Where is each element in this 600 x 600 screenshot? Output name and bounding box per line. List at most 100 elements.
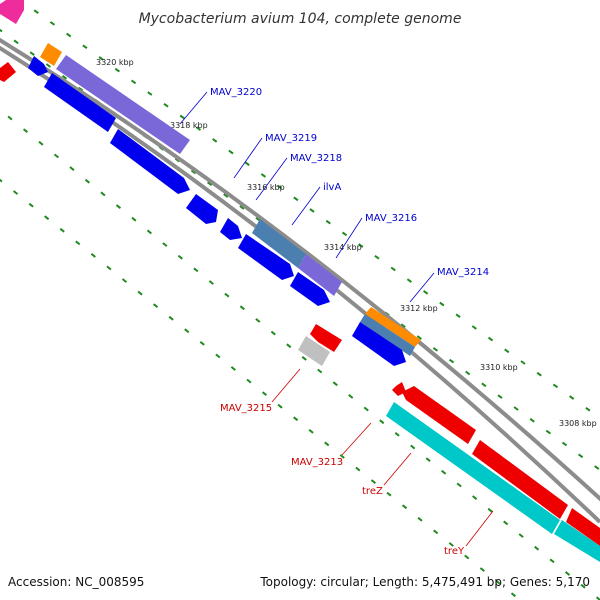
- grid-tick-mark: [355, 466, 361, 472]
- grid-tick-mark: [464, 554, 470, 560]
- gene-label-mav3214: MAV_3214: [437, 267, 489, 278]
- grid-tick-mark: [374, 254, 380, 260]
- feature-red-cds: [0, 62, 16, 82]
- grid-tick-mark: [400, 323, 406, 329]
- feature-steelblue: [252, 219, 306, 268]
- feature-red-cds: [566, 508, 600, 546]
- genome-summary-text: Topology: circular; Length: 5,475,491 bp…: [259, 575, 590, 589]
- gene-label-mav3220: MAV_3220: [210, 87, 262, 98]
- feature-purple: [298, 254, 342, 296]
- gene-labels: MAV_3220 MAV_3219 MAV_3218 ilvA MAV_3216…: [210, 87, 489, 557]
- grid-tick-mark: [212, 138, 218, 143]
- grid-tick-mark: [75, 240, 81, 246]
- grid-tick-mark: [439, 301, 445, 307]
- grid-tick-mark: [82, 44, 88, 50]
- grid-tick-mark: [38, 140, 44, 146]
- grid-tick-mark: [163, 102, 169, 108]
- grid-tick-mark: [33, 9, 39, 15]
- grid-tick-mark: [324, 441, 330, 447]
- grid-tick-mark: [130, 79, 137, 85]
- grid-tick-mark: [0, 178, 3, 183]
- grid-tick-mark: [504, 348, 510, 354]
- feature-blue-cds: [290, 272, 330, 306]
- grid-tick-mark: [585, 406, 591, 412]
- leader-line-mav3218: [255, 157, 288, 201]
- grid-tick-mark: [208, 280, 214, 285]
- gene-label-mav3215: MAV_3215: [220, 403, 272, 414]
- feature-blue-cds: [352, 322, 406, 366]
- grid-tick-mark: [137, 290, 143, 296]
- grid-tick-mark: [53, 153, 60, 159]
- grid-tick-mark: [190, 169, 197, 175]
- grid-tick-mark: [379, 419, 385, 425]
- grid-tick-mark: [564, 571, 571, 576]
- grid-tick-mark: [549, 558, 555, 564]
- grid-tick-mark: [401, 504, 408, 510]
- leader-line-mav3220: [179, 91, 208, 125]
- grid-tick-mark: [503, 520, 509, 526]
- grid-tick-mark: [513, 406, 519, 411]
- grid-tick-mark: [432, 347, 439, 352]
- grid-tick-mark: [495, 579, 501, 585]
- grid-tick-mark: [255, 318, 261, 323]
- gene-label-trey: treY: [444, 546, 465, 557]
- leader-line-mav3215: [271, 368, 301, 403]
- feature-blue-cds: [220, 218, 242, 240]
- grid-tick-mark: [22, 128, 29, 133]
- grid-tick-mark: [455, 313, 461, 319]
- grid-tick-mark: [301, 356, 307, 361]
- grid-tick-mark: [121, 278, 128, 283]
- grid-tick-mark: [293, 416, 299, 422]
- leader-line-ilva: [291, 186, 321, 226]
- grid-tick-mark: [100, 191, 106, 197]
- grid-tick-mark: [370, 479, 377, 484]
- grid-tick-mark: [44, 215, 50, 221]
- gene-label-mav3216: MAV_3216: [365, 213, 417, 224]
- grid-tick-mark: [28, 202, 34, 208]
- grid-tick-mark: [417, 516, 423, 522]
- backbone-outer-line: [0, 37, 600, 502]
- grid-tick-mark: [168, 315, 174, 321]
- leader-lines: [179, 91, 494, 547]
- grid-tick-mark: [594, 465, 600, 470]
- grid-tick-mark: [569, 395, 575, 400]
- grid-tick-mark: [552, 383, 559, 389]
- grid-tick-mark: [449, 358, 455, 364]
- grid-tick-mark: [286, 343, 292, 349]
- grid-tick-mark: [98, 56, 104, 61]
- grid-tick-mark: [394, 432, 400, 437]
- forward-features: [0, 0, 421, 366]
- grid-tick-mark: [66, 32, 72, 38]
- grid-tick-mark: [317, 368, 323, 374]
- grid-tick-mark: [497, 394, 503, 399]
- grid-tick-mark: [195, 126, 202, 131]
- gene-label-trez: treZ: [362, 486, 383, 497]
- feature-red-cds: [472, 440, 568, 519]
- grid-tick-mark: [115, 204, 122, 209]
- grid-tick-mark: [184, 328, 190, 334]
- grid-tick-mark: [260, 173, 266, 178]
- grid-tick-mark: [332, 381, 338, 387]
- grid-tick-mark: [472, 495, 478, 500]
- tick-label: 3310 kbp: [480, 363, 518, 372]
- leader-line-mav3219: [233, 137, 263, 179]
- grid-tick-mark: [49, 21, 56, 26]
- grid-tick-mark: [456, 482, 462, 488]
- feature-cyan: [554, 520, 600, 562]
- grid-tick-mark: [479, 567, 485, 572]
- grid-tick-mark: [162, 242, 168, 247]
- grid-tick-mark: [239, 305, 245, 311]
- grid-tick-mark: [510, 592, 517, 598]
- leader-line-mav3216: [335, 217, 363, 259]
- feature-blue-cds: [28, 56, 48, 76]
- grid-tick-mark: [363, 406, 369, 412]
- grid-tick-mark: [152, 303, 159, 308]
- grid-tick-mark: [348, 394, 354, 399]
- grid-tick-mark: [433, 529, 439, 535]
- grid-tick-mark: [207, 181, 213, 187]
- tick-label: 3312 kbp: [400, 304, 438, 313]
- grid-tick-mark: [270, 330, 276, 336]
- tick-labels: 3320 kbp 3318 kbp 3316 kbp 3314 kbp 3312…: [96, 58, 597, 428]
